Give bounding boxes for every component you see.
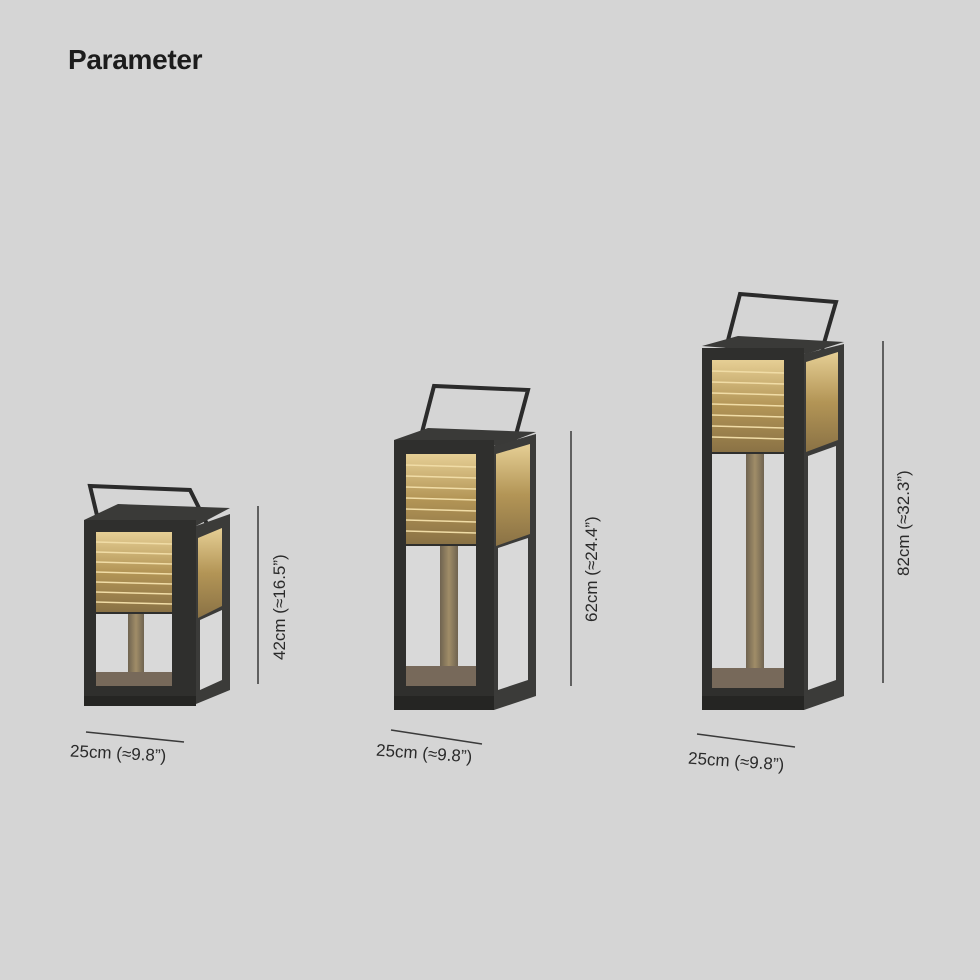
medium-height-label: 62cm (≈24.4”)	[582, 516, 601, 622]
page-title: Parameter	[68, 44, 203, 75]
lantern-medium	[394, 383, 536, 710]
lantern-large	[702, 291, 844, 710]
dimension-lines	[85, 341, 884, 748]
lantern-small	[84, 483, 230, 706]
small-height-label: 42cm (≈16.5”)	[270, 554, 289, 660]
large-height-label: 82cm (≈32.3”)	[894, 470, 913, 576]
